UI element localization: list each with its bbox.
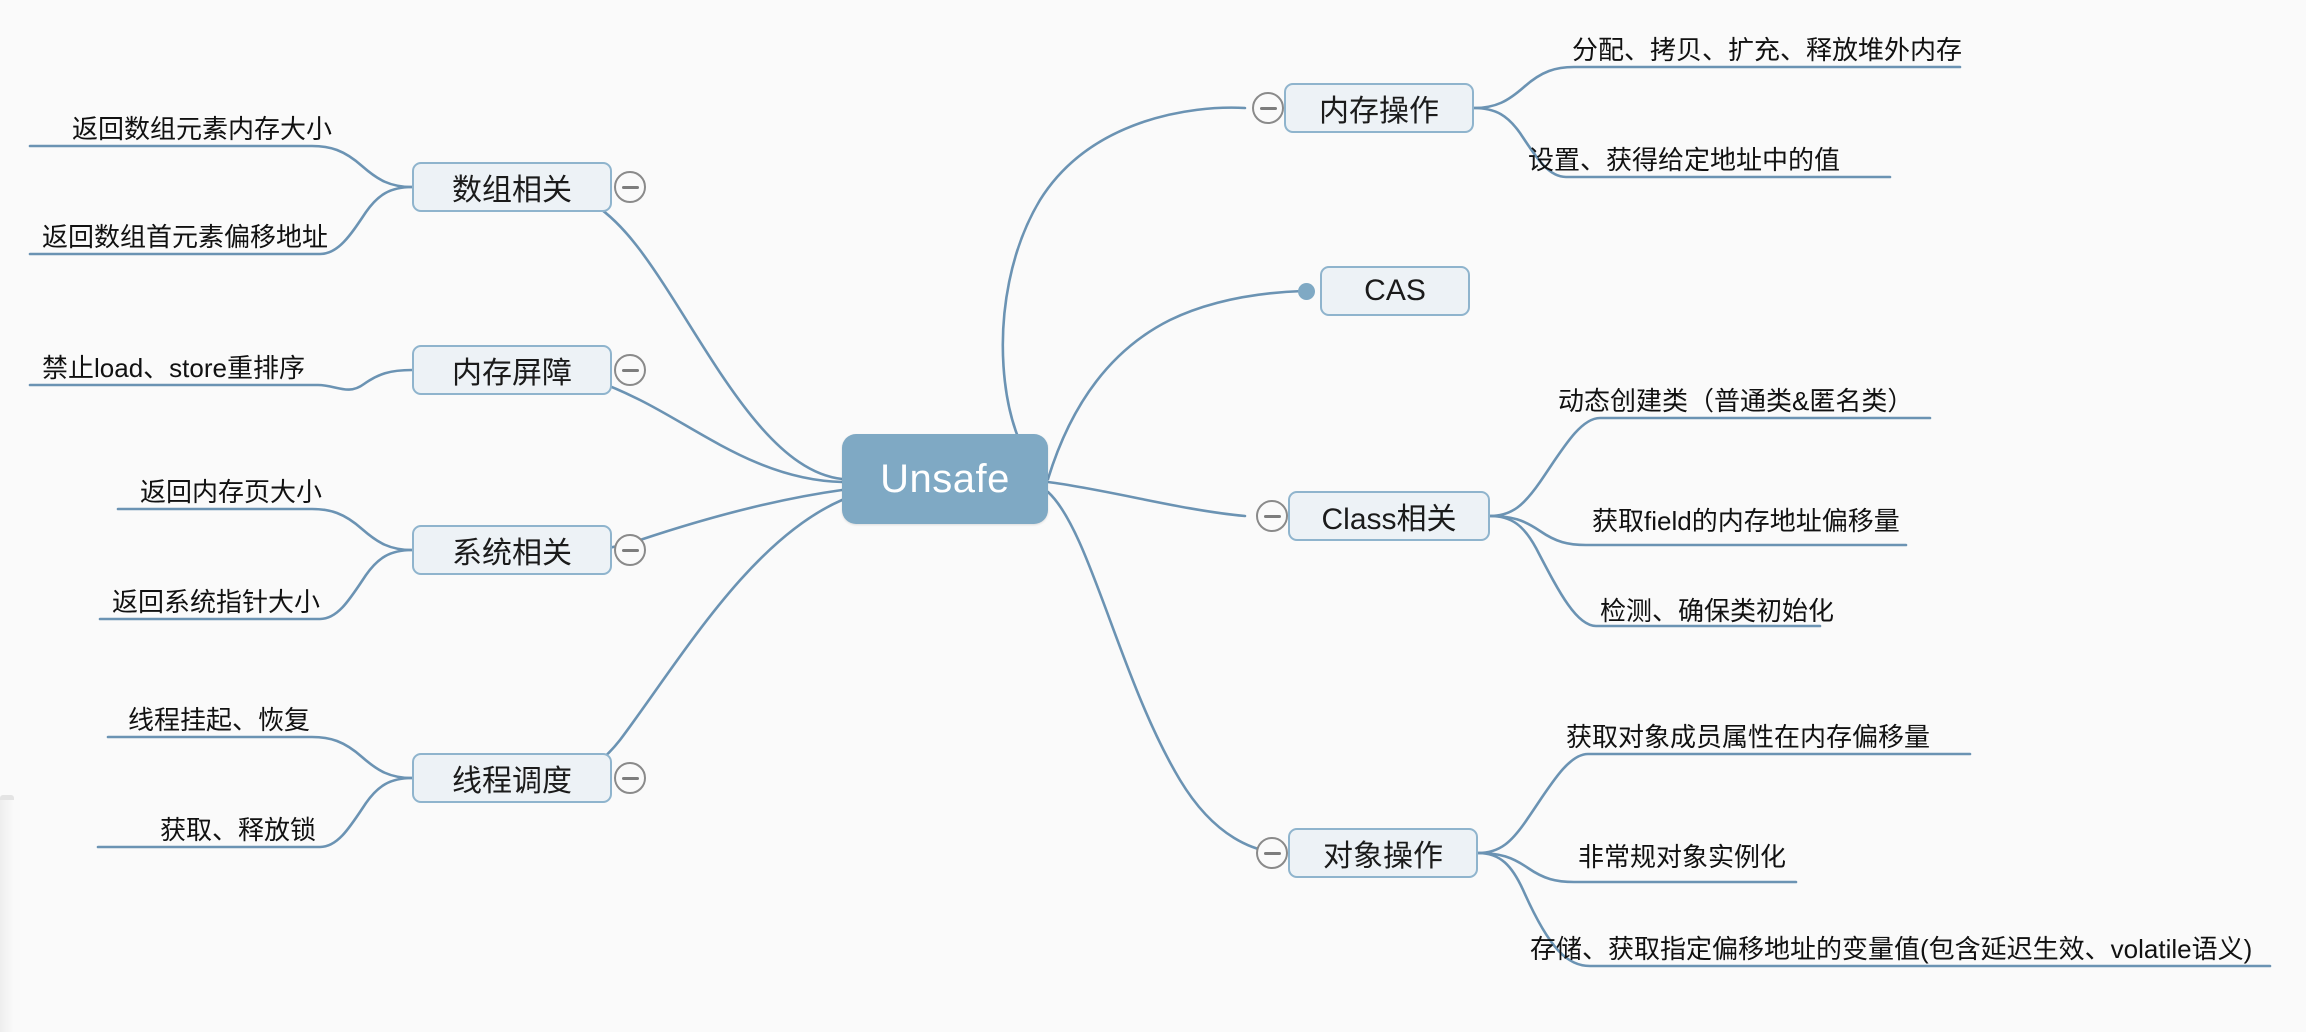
edge-thread-c1 [106,735,414,780]
edge-root-mem-op [1001,106,1247,481]
collapse-toggle-memory-barrier[interactable] [614,354,646,386]
leaf-label-dynamic-class-creation[interactable]: 动态创建类（普通类&匿名类） [1558,386,1914,416]
panel-edge-cap [0,795,14,801]
leaf-label-system-pointer-size[interactable]: 返回系统指针大小 [112,587,321,617]
collapse-toggle-class[interactable] [1256,500,1288,532]
leaf-label-class-init-check[interactable]: 检测、确保类初始化 [1600,596,1835,626]
branch-node-object-operation-label: 对象操作 [1323,840,1443,873]
collapse-toggle-system[interactable] [614,534,646,566]
branch-node-memory-operation-label: 内存操作 [1319,95,1439,128]
collapse-toggle-memory-operation[interactable] [1252,92,1284,124]
leaf-label-barrier-reorder[interactable]: 禁止load、store重排序 [42,353,305,383]
branch-node-system[interactable]: 系统相关 [412,525,612,575]
branch-node-thread-label: 线程调度 [452,765,572,798]
leaf-label-store-get-offset-variable[interactable]: 存储、获取指定偏移地址的变量值(包含延迟生效、volatile语义) [1530,934,2253,964]
leaf-label-unconventional-instantiation[interactable]: 非常规对象实例化 [1578,842,1787,872]
edge-root-class [1046,480,1247,518]
leaf-label-offheap-memory[interactable]: 分配、拷贝、扩充、释放堆外内存 [1572,35,1963,65]
branch-node-memory-barrier[interactable]: 内存屏障 [412,345,612,395]
leaf-label-array-element-size[interactable]: 返回数组元素内存大小 [72,114,333,144]
collapse-toggle-object-operation[interactable] [1256,837,1288,869]
leaf-label-array-base-offset[interactable]: 返回数组首元素偏移地址 [42,222,329,252]
leaf-label-get-set-address-value[interactable]: 设置、获得给定地址中的值 [1528,145,1841,175]
edge-class-c1 [1488,416,1932,518]
leaf-label-object-field-offset[interactable]: 获取对象成员属性在内存偏移量 [1566,722,1931,752]
edge-object-c1 [1476,752,1972,855]
branch-node-cas[interactable]: CAS [1320,266,1470,316]
leaf-bullet-cas[interactable] [1298,283,1315,300]
branch-node-memory-operation[interactable]: 内存操作 [1284,83,1474,133]
root-node-unsafe[interactable]: Unsafe [842,434,1048,524]
edge-array-c1 [28,144,414,189]
branch-node-array[interactable]: 数组相关 [412,162,612,212]
leaf-label-field-offset[interactable]: 获取field的内存地址偏移量 [1592,506,1900,536]
collapse-toggle-thread[interactable] [614,762,646,794]
leaf-label-thread-suspend-resume[interactable]: 线程挂起、恢复 [128,705,311,735]
edge-system-c1 [116,507,414,552]
edge-root-cas [1046,289,1305,481]
collapse-toggle-array[interactable] [614,171,646,203]
branch-node-object-operation[interactable]: 对象操作 [1288,828,1478,878]
leaf-label-thread-lock[interactable]: 获取、释放锁 [160,815,317,845]
branch-node-array-label: 数组相关 [452,174,572,207]
root-node-label: Unsafe [880,456,1010,501]
branch-node-class[interactable]: Class相关 [1288,491,1490,541]
edge-root-array [546,185,844,481]
branch-node-memory-barrier-label: 内存屏障 [452,357,572,390]
branch-node-cas-label: CAS [1364,274,1426,307]
branch-node-thread[interactable]: 线程调度 [412,753,612,803]
leaf-label-system-page-size[interactable]: 返回内存页大小 [140,477,323,507]
branch-node-class-label: Class相关 [1321,503,1457,536]
branch-node-system-label: 系统相关 [452,537,572,570]
edge-root-object [1046,490,1284,855]
edge-memop-c1 [1472,65,1962,110]
panel-edge [0,800,14,1032]
